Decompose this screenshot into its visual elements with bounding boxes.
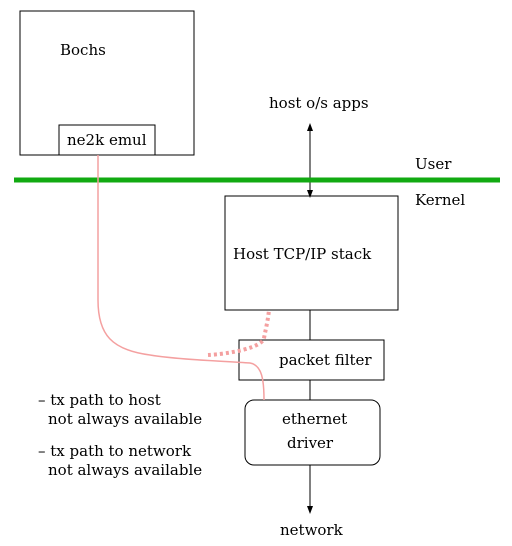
tcpip-stack-box <box>224 195 399 311</box>
network-label: network <box>280 521 344 539</box>
ne2k-emul-box <box>58 124 156 156</box>
ne2k-emul-label: ne2k emul <box>67 131 147 149</box>
bochs-label: Bochs <box>60 41 106 59</box>
note-2-line1: – tx path to network <box>38 442 192 460</box>
user-label: User <box>415 155 452 173</box>
host-apps-label: host o/s apps <box>269 94 369 112</box>
note-2-line2: not always available <box>48 461 202 479</box>
ethernet-driver-box <box>244 399 381 466</box>
tx-path-to-network <box>97 155 265 401</box>
ethernet-driver-label-line2: driver <box>287 434 334 452</box>
packet-filter-label: packet filter <box>279 351 372 369</box>
tcpip-stack-label: Host TCP/IP stack <box>233 245 372 263</box>
note-1-line1: – tx path to host <box>38 391 161 409</box>
packet-filter-box <box>238 339 385 381</box>
kernel-label: Kernel <box>415 191 465 209</box>
note-1-line2: not always available <box>48 410 202 428</box>
ethernet-driver-label-line1: ethernet <box>282 410 347 428</box>
tx-path-to-host <box>207 309 271 357</box>
